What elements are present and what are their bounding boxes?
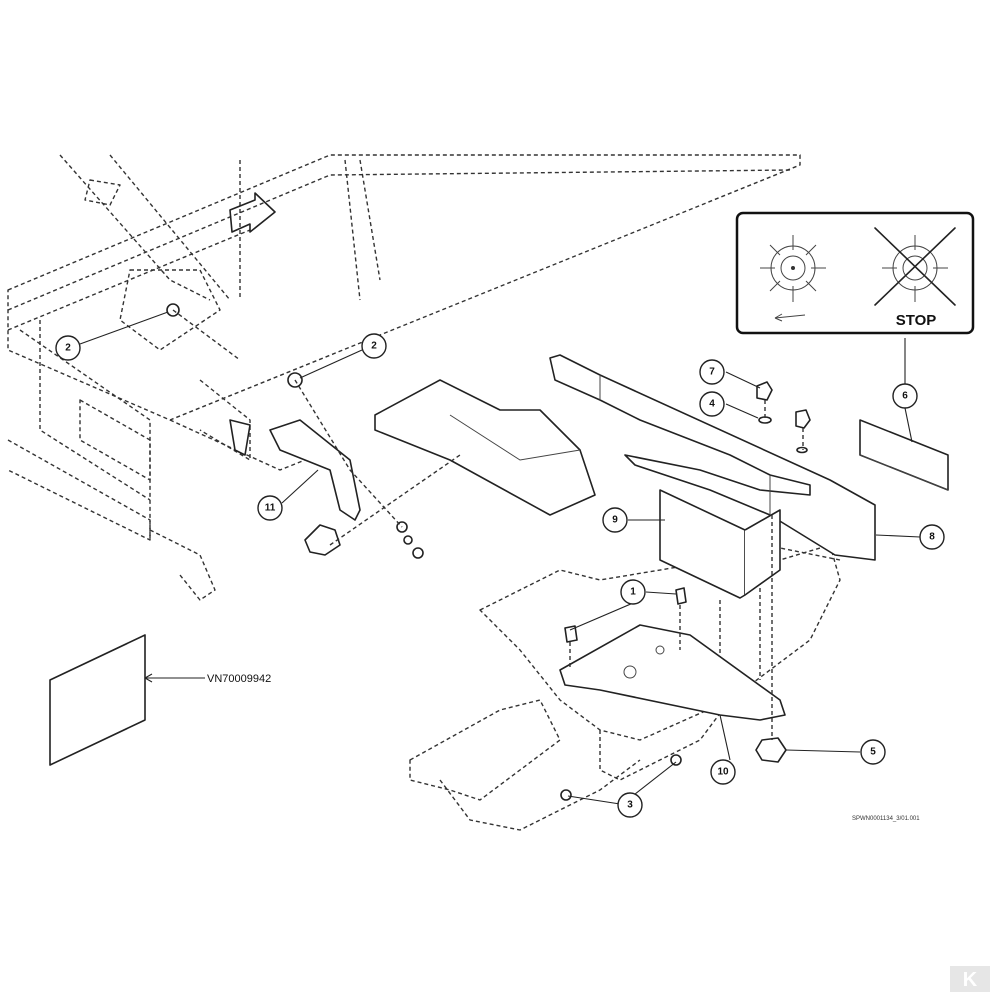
svg-text:2: 2 — [371, 341, 377, 352]
stop-decal: STOP — [735, 211, 975, 335]
svg-text:8: 8 — [929, 532, 935, 543]
svg-text:6: 6 — [902, 391, 908, 402]
callout-1: 1 — [620, 579, 646, 605]
callout-10: 10 — [710, 759, 736, 785]
sub-frame — [409, 539, 841, 831]
hardware — [166, 303, 811, 801]
alignment-lines — [172, 309, 804, 740]
stop-symbol — [874, 227, 956, 306]
callout-11: 11 — [257, 495, 283, 521]
callout-9: 9 — [602, 507, 628, 533]
svg-text:5: 5 — [870, 747, 876, 758]
callout-7: 7 — [699, 359, 725, 385]
svg-text:1: 1 — [630, 587, 636, 598]
callout-4: 4 — [699, 391, 725, 417]
svg-text:10: 10 — [717, 767, 729, 778]
decal-stop-text: STOP — [896, 312, 937, 329]
svg-text:4: 4 — [709, 399, 715, 410]
callout-5: 5 — [860, 739, 886, 765]
part-number-label: VN70009942 — [207, 673, 271, 685]
chute — [374, 379, 596, 516]
svg-text:3: 3 — [627, 800, 633, 811]
svg-text:7: 7 — [709, 367, 715, 378]
knob — [304, 524, 341, 556]
callout-8: 8 — [919, 524, 945, 550]
svg-text:11: 11 — [265, 503, 276, 514]
part-11-bracket — [229, 419, 361, 521]
run-symbol — [760, 235, 826, 322]
part-9-plate — [659, 489, 781, 599]
callout-2-right: 2 — [361, 333, 387, 359]
bolt-7 — [756, 381, 773, 401]
vn-label-blank: VN70009942 — [49, 634, 271, 766]
nut-5 — [755, 737, 787, 763]
part-8-bracket — [549, 354, 876, 561]
svg-text:K: K — [963, 969, 978, 991]
drawing-code: SPWN0001134_3/01.001 — [852, 816, 920, 822]
part-10-plate — [559, 624, 786, 721]
callout-2-left: 2 — [55, 335, 81, 361]
callout-6: 6 — [892, 383, 918, 409]
callout-leaders — [79, 311, 921, 805]
svg-text:9: 9 — [612, 515, 618, 526]
callout-3: 3 — [617, 792, 643, 818]
part-6-label-blank — [859, 338, 949, 491]
svg-text:2: 2 — [65, 343, 71, 354]
corner-logo: K — [950, 966, 990, 992]
